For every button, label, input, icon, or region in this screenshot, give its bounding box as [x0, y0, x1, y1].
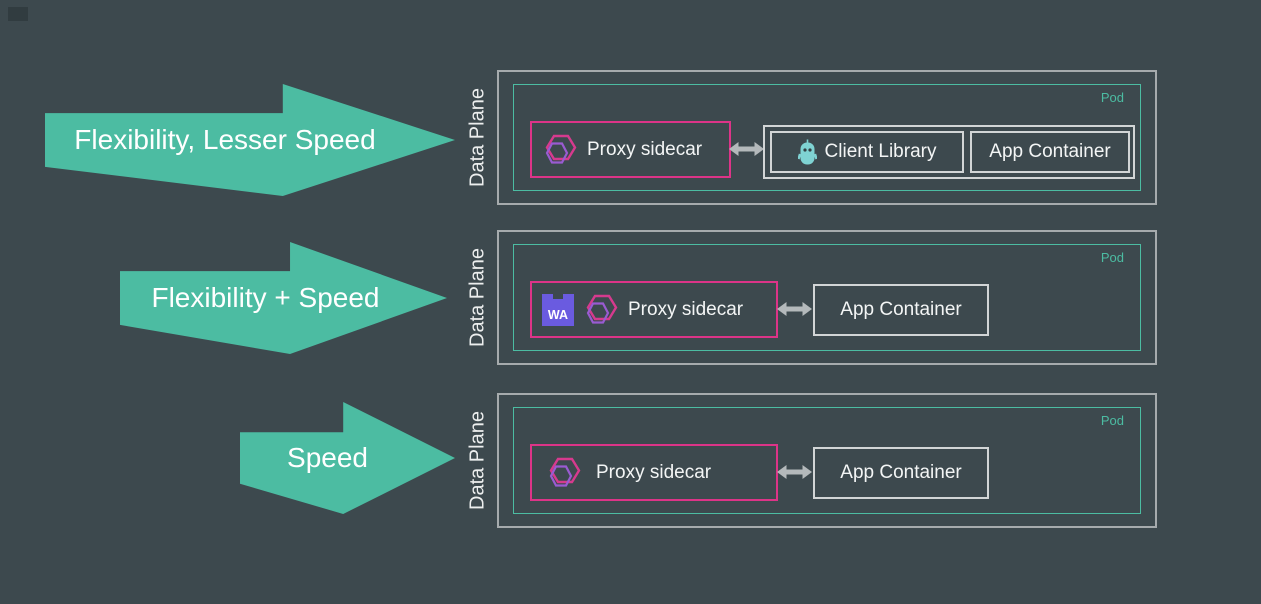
proxy-sidecar-box: WA Proxy sidecar [530, 281, 778, 338]
pod-label: Pod [1100, 413, 1124, 428]
corner-mark [8, 7, 28, 21]
app-container-box: App Container [813, 447, 989, 499]
data-plane-outer-box: Pod Proxy sidecar [497, 70, 1157, 205]
data-plane-outer-box: Pod Proxy sidecar [497, 393, 1157, 528]
proxy-sidecar-box: Proxy sidecar [530, 444, 778, 501]
pod-label: Pod [1100, 90, 1124, 105]
app-container-label: App Container [840, 299, 962, 320]
pod-box: Pod WA Proxy sidecar [513, 244, 1141, 351]
flow-arrow-flexibility-lesser-speed: Flexibility, Lesser Speed [45, 84, 455, 196]
proxy-sidecar-label: Proxy sidecar [587, 138, 703, 160]
webassembly-label: WA [547, 307, 569, 322]
bidirectional-arrow-icon [729, 139, 764, 159]
webassembly-icon: WA [542, 293, 574, 326]
data-plane-outer-box: Pod WA Proxy sidecar [497, 230, 1157, 365]
client-group-box: Client Library App Container [763, 125, 1135, 179]
bidirectional-arrow-icon [777, 299, 812, 319]
pod-label: Pod [1100, 250, 1124, 265]
client-library-label: Client Library [824, 141, 937, 162]
proxy-sidecar-label: Proxy sidecar [628, 298, 744, 320]
proxy-sidecar-box: Proxy sidecar [530, 121, 731, 178]
data-plane-label: Data Plane [466, 248, 489, 347]
data-plane-row-1: Data Plane Pod Proxy sidecar [467, 70, 1157, 205]
envoy-proxy-icon [583, 294, 619, 325]
flow-arrow-label: Flexibility + Speed [151, 282, 380, 313]
flow-arrow-flexibility-plus-speed: Flexibility + Speed [120, 242, 447, 354]
client-library-box: Client Library [770, 131, 964, 173]
data-plane-row-2: Data Plane Pod WA Proxy sidecar [467, 230, 1157, 365]
flow-arrow-label: Speed [287, 442, 368, 473]
flow-arrow-speed: Speed [240, 402, 455, 514]
pod-box: Pod Proxy sidecar [513, 407, 1141, 514]
flow-arrow-label: Flexibility, Lesser Speed [74, 124, 376, 155]
data-plane-row-3: Data Plane Pod Proxy sidecar [467, 393, 1157, 528]
bidirectional-arrow-icon [777, 462, 812, 482]
app-container-box: App Container [813, 284, 989, 336]
envoy-proxy-icon [546, 457, 582, 488]
webassembly-notch [553, 293, 563, 299]
app-container-box: App Container [970, 131, 1130, 173]
envoy-proxy-icon [542, 134, 578, 165]
pod-box: Pod Proxy sidecar [513, 84, 1141, 191]
app-container-label: App Container [840, 462, 962, 483]
proxy-sidecar-label: Proxy sidecar [596, 461, 712, 483]
data-plane-label: Data Plane [466, 88, 489, 187]
grpc-client-icon [797, 139, 817, 166]
app-container-label: App Container [989, 141, 1111, 162]
data-plane-label: Data Plane [466, 411, 489, 510]
